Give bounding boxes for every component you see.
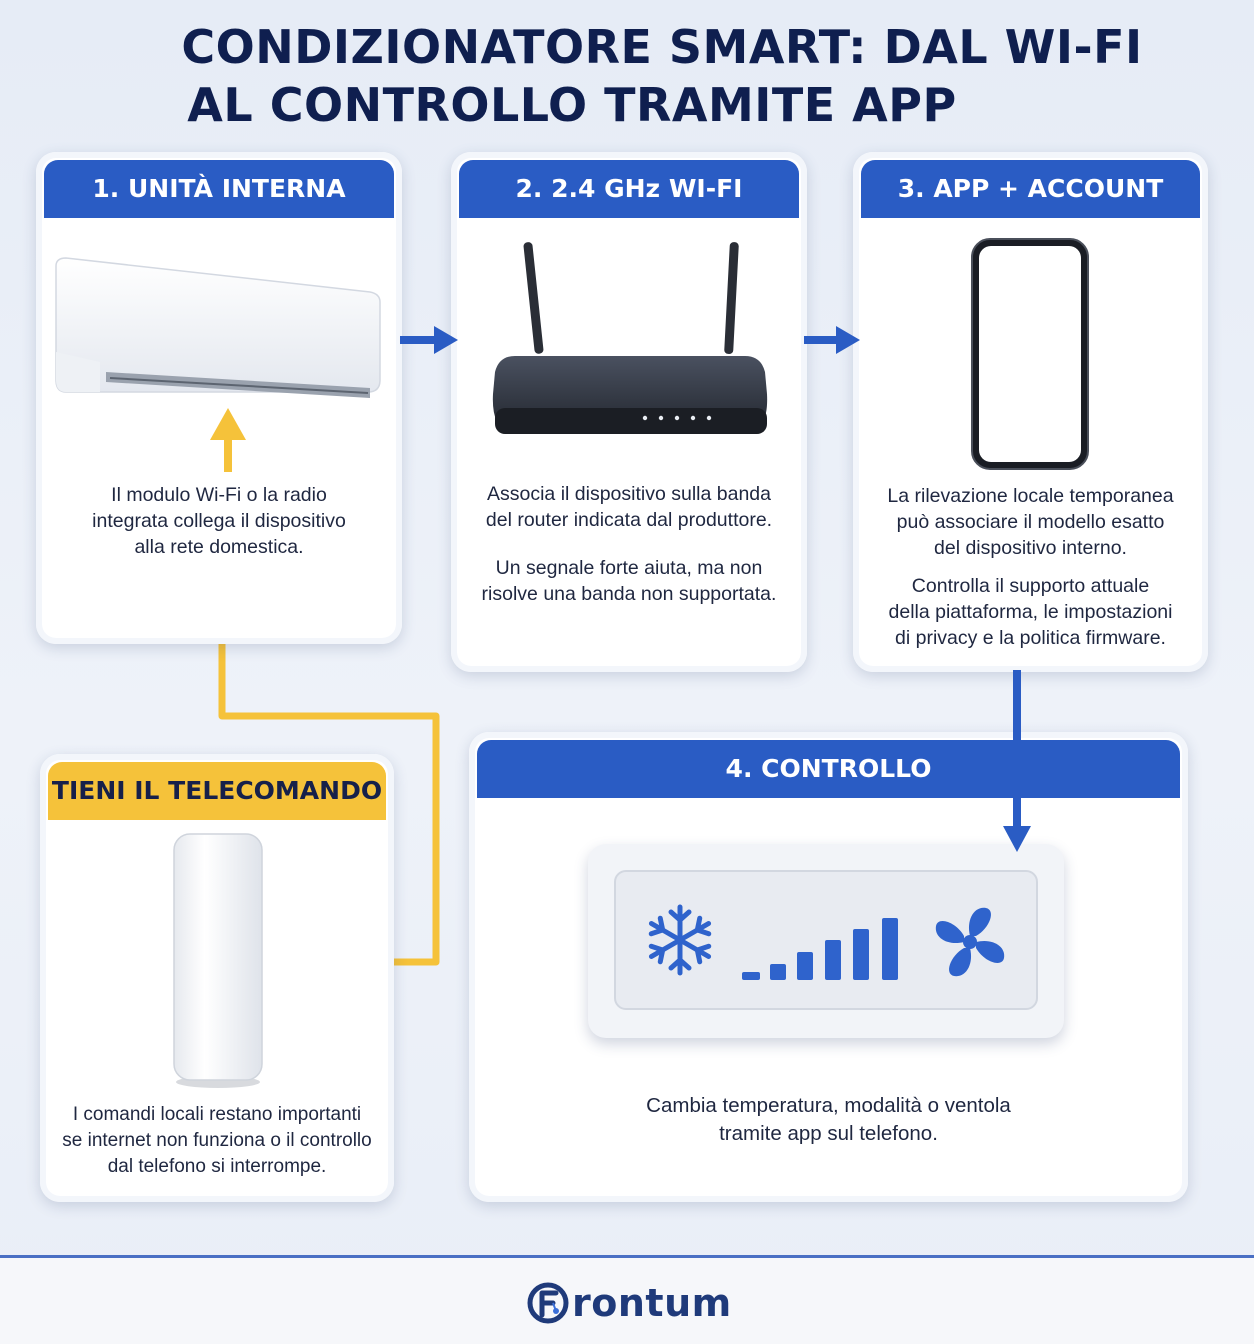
remote-header: TIENI IL TELECOMANDO [48,762,386,820]
air-conditioner-icon [55,257,381,398]
step-4-header: 4. CONTROLLO [477,740,1180,798]
frontum-logo[interactable]: rontum [526,1278,732,1328]
step-card-wifi: 2. 2.4 GHz WI-FI Associa il dispositivo … [451,152,807,672]
frontum-brand-text: rontum [572,1281,732,1325]
page-title: CONDIZIONATORE SMART: DAL WI-FI AL CONTR… [0,18,1254,134]
remote-control-icon [173,833,263,1088]
yellow-up-arrow [210,408,246,472]
step-1-description: Il modulo Wi-Fi o la radio integrata col… [92,484,346,558]
step-card-control: 4. CONTROLLO [469,732,1188,1202]
step-1-header: 1. UNITÀ INTERNA [44,160,394,218]
step-card-app-account: 3. APP + ACCOUNT La rilevazione locale t… [853,152,1208,672]
yellow-connector-line [218,574,440,966]
step-3-header: 3. APP + ACCOUNT [861,160,1200,218]
step-card-indoor-unit: 1. UNITÀ INTERNA Il modulo Wi-Fi o la ra… [36,152,402,644]
control-panel [588,844,1064,1038]
snowflake-icon [648,904,712,976]
fan-icon [935,907,1005,977]
smartphone-icon [971,238,1089,470]
step-2-description: Associa il dispositivo sulla banda del r… [485,483,773,531]
remote-control-card: TIENI IL TELECOMANDO I comandi locali re… [40,754,394,1202]
frontum-logo-icon [527,1282,569,1324]
step-2-note: Un segnale forte aiuta, ma non risolve u… [481,557,777,605]
step-3-note: Controlla il supporto attuale della piat… [888,575,1173,649]
step-2-header: 2. 2.4 GHz WI-FI [459,160,799,218]
remote-description: I comandi locali restano importanti se i… [62,1104,372,1177]
step-3-description: La rilevazione locale temporanea può ass… [887,485,1174,559]
title-line-1: CONDIZIONATORE SMART: DAL WI-FI [181,20,1143,74]
router-icon [492,242,768,434]
step-4-description: Cambia temperatura, modalità o ventola t… [646,1094,1011,1145]
footer: rontum [0,1255,1254,1344]
signal-bars-icon [742,918,898,980]
control-display [614,870,1038,1010]
title-line-2: AL CONTROLLO TRAMITE APP [187,78,957,132]
